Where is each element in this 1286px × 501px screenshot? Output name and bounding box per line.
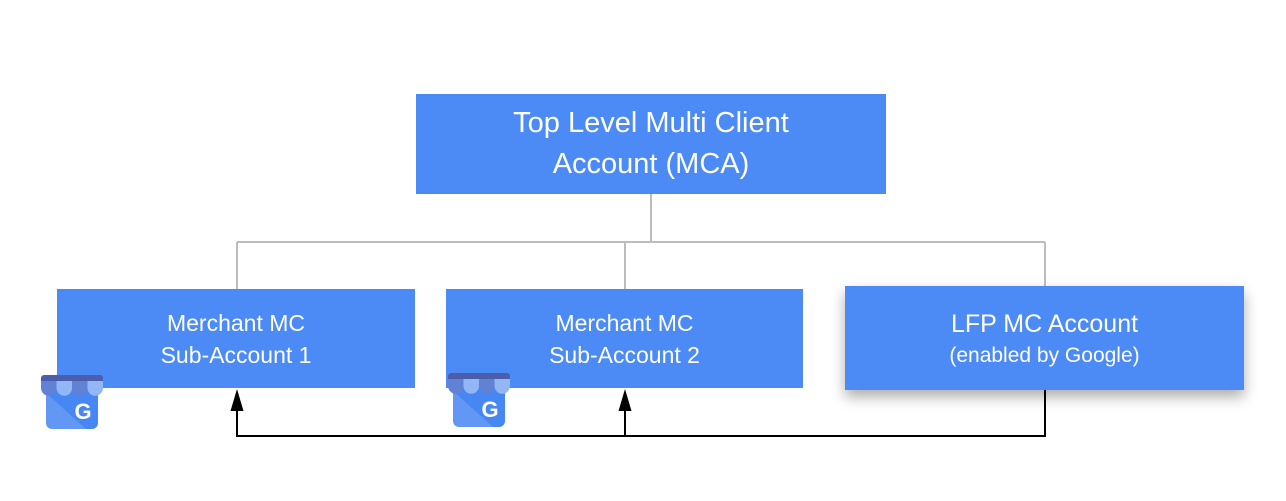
node-sub2-line1: Merchant MC xyxy=(555,309,694,336)
hierarchy-connectors xyxy=(236,194,1046,289)
gmb-letter: G xyxy=(481,397,498,422)
node-sub1-line1: Merchant MC xyxy=(166,309,306,336)
lfp-feed-arrowheads xyxy=(230,389,632,411)
flow-line-lfp-to-sub1 xyxy=(236,390,1046,437)
gmb-awning-scallops xyxy=(448,379,510,394)
lfp-feed-arrows xyxy=(236,390,1046,437)
node-mca-line1: Top Level Multi Client xyxy=(513,107,789,139)
arrowhead-sub1 xyxy=(230,389,244,411)
gmb-fold xyxy=(453,391,493,427)
gmb-letter: G xyxy=(74,399,91,424)
google-my-business-icon: G xyxy=(448,373,510,427)
node-mca-line2: Account (MCA) xyxy=(552,148,750,180)
gmb-body xyxy=(46,383,98,429)
node-lfp-line2: (enabled by Google) xyxy=(949,343,1140,367)
google-my-business-icon: G xyxy=(41,375,103,429)
node-sub-account-2: Merchant MC Sub-Account 2 xyxy=(446,289,803,388)
arrowhead-sub2 xyxy=(618,389,632,411)
gmb-fold xyxy=(46,393,86,429)
node-sub2-line2: Sub-Account 2 xyxy=(549,341,700,368)
node-sub-account-1: Merchant MC Sub-Account 1 xyxy=(57,289,415,388)
gmb-awning-scallops xyxy=(41,381,103,396)
node-lfp-account: LFP MC Account (enabled by Google) xyxy=(845,286,1244,390)
node-mca: Top Level Multi Client Account (MCA) xyxy=(416,94,886,194)
gmb-body xyxy=(453,381,505,427)
node-lfp-line1: LFP MC Account xyxy=(950,309,1139,338)
node-sub1-line2: Sub-Account 1 xyxy=(160,341,312,368)
